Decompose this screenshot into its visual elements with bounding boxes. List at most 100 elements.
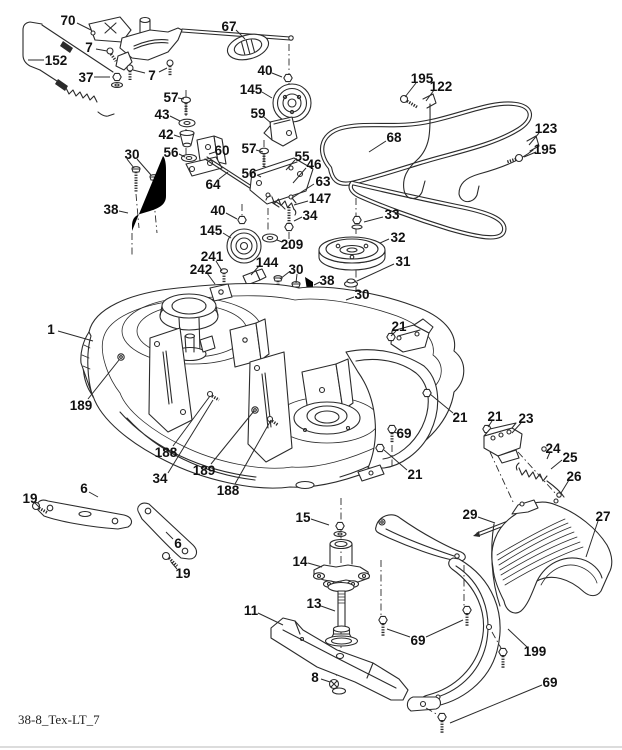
- callout-7: 7: [85, 40, 93, 55]
- callout-70: 70: [60, 13, 75, 28]
- callout-46: 46: [306, 157, 322, 172]
- callout-34: 34: [152, 471, 168, 486]
- leader-line-145: [222, 232, 232, 239]
- callout-34: 34: [302, 208, 318, 223]
- leader-line-30: [295, 273, 298, 284]
- leader-line-144: [250, 265, 260, 276]
- callout-21: 21: [407, 467, 423, 482]
- callout-241: 241: [201, 249, 224, 264]
- callout-209: 209: [281, 237, 304, 252]
- callout-15: 15: [295, 510, 311, 525]
- leader-line-69: [449, 684, 543, 724]
- upper-idler-pulley-assembly: [263, 44, 312, 147]
- callout-14: 14: [292, 554, 308, 569]
- leader-line-34: [167, 399, 214, 474]
- leader-line-33: [363, 216, 384, 223]
- leader-line-7: [158, 67, 168, 73]
- callout-69: 69: [542, 675, 557, 690]
- idler-pulley-assembly: [226, 204, 279, 264]
- leader-line-56: [178, 153, 186, 158]
- leader-line-15: [310, 518, 330, 526]
- callout-57: 57: [163, 90, 178, 105]
- leader-line-29: [477, 516, 496, 524]
- callout-7: 7: [148, 68, 156, 83]
- callout-23: 23: [518, 411, 534, 426]
- leader-line-21: [390, 330, 397, 337]
- leader-line-189: [87, 359, 120, 400]
- callout-145: 145: [240, 82, 263, 97]
- leader-line-199: [507, 628, 528, 648]
- callout-189: 189: [193, 463, 216, 478]
- leader-line-23: [511, 422, 522, 434]
- lift-cable-assembly: [22, 21, 115, 117]
- leader-line-1: [57, 330, 94, 342]
- callout-42: 42: [158, 127, 173, 142]
- callout-195: 195: [411, 71, 434, 86]
- leader-line-30: [279, 271, 290, 280]
- leader-line-209: [276, 239, 283, 243]
- callout-6: 6: [80, 481, 88, 496]
- drive-belt: [319, 101, 532, 240]
- callout-1: 1: [47, 322, 55, 337]
- leader-line-8: [320, 678, 331, 683]
- callout-147: 147: [309, 191, 332, 206]
- leader-line-43: [169, 115, 181, 122]
- leader-line-55: [285, 159, 296, 171]
- idler-arm-bracket-assembly: [249, 140, 314, 248]
- spindle-assembly: [312, 498, 371, 679]
- leader-line-242: [206, 272, 216, 285]
- leader-line-34: [293, 216, 303, 222]
- leader-line-57: [177, 97, 185, 100]
- callout-123: 123: [535, 121, 558, 136]
- callout-122: 122: [430, 79, 453, 94]
- mower-deck-housing: [80, 282, 465, 490]
- callout-21: 21: [452, 410, 468, 425]
- callout-152: 152: [45, 53, 68, 68]
- callout-57: 57: [241, 141, 256, 156]
- callout-59: 59: [250, 106, 265, 121]
- drawing-code: 38-8_Tex-LT_7: [18, 712, 100, 727]
- callout-69: 69: [396, 426, 411, 441]
- leader-line-195: [404, 82, 417, 98]
- callout-21: 21: [391, 319, 407, 334]
- leader-line-6: [165, 531, 174, 540]
- blade-assembly: [270, 617, 409, 701]
- leader-line-7: [132, 69, 146, 74]
- leader-line-24: [546, 451, 551, 460]
- callout-56: 56: [163, 145, 179, 160]
- callout-56: 56: [241, 166, 257, 181]
- leader-line-26: [560, 479, 570, 494]
- callout-6: 6: [174, 536, 182, 551]
- callout-144: 144: [256, 255, 279, 270]
- leader-line-30: [126, 158, 135, 169]
- leader-line-145: [261, 91, 273, 99]
- leader-line-56: [256, 174, 262, 178]
- callout-60: 60: [214, 143, 229, 158]
- leader-line-70: [76, 22, 92, 31]
- callout-30: 30: [288, 262, 303, 277]
- leader-line-13: [320, 605, 336, 612]
- page-bottom-edge: [0, 746, 622, 748]
- leader-line-188: [234, 419, 272, 485]
- callout-189: 189: [70, 398, 93, 413]
- lift-lever-assembly: [88, 16, 294, 89]
- leader-line-60: [208, 151, 216, 155]
- callout-31: 31: [395, 254, 411, 269]
- leader-line-188: [172, 395, 211, 447]
- leader-line-69: [386, 628, 411, 638]
- callout-30: 30: [124, 147, 139, 162]
- callout-40: 40: [210, 203, 225, 218]
- leader-line-147: [293, 200, 309, 206]
- leader-line-30: [345, 296, 355, 301]
- callout-25: 25: [562, 450, 578, 465]
- mulch-cover-assembly: [473, 422, 613, 614]
- leader-line-57: [255, 149, 264, 153]
- callout-11: 11: [244, 603, 259, 618]
- callout-242: 242: [190, 262, 213, 277]
- leader-line-19: [170, 561, 178, 570]
- callout-68: 68: [386, 130, 402, 145]
- cable-cam-67: [226, 33, 270, 61]
- callout-195: 195: [534, 142, 557, 157]
- callout-29: 29: [462, 507, 477, 522]
